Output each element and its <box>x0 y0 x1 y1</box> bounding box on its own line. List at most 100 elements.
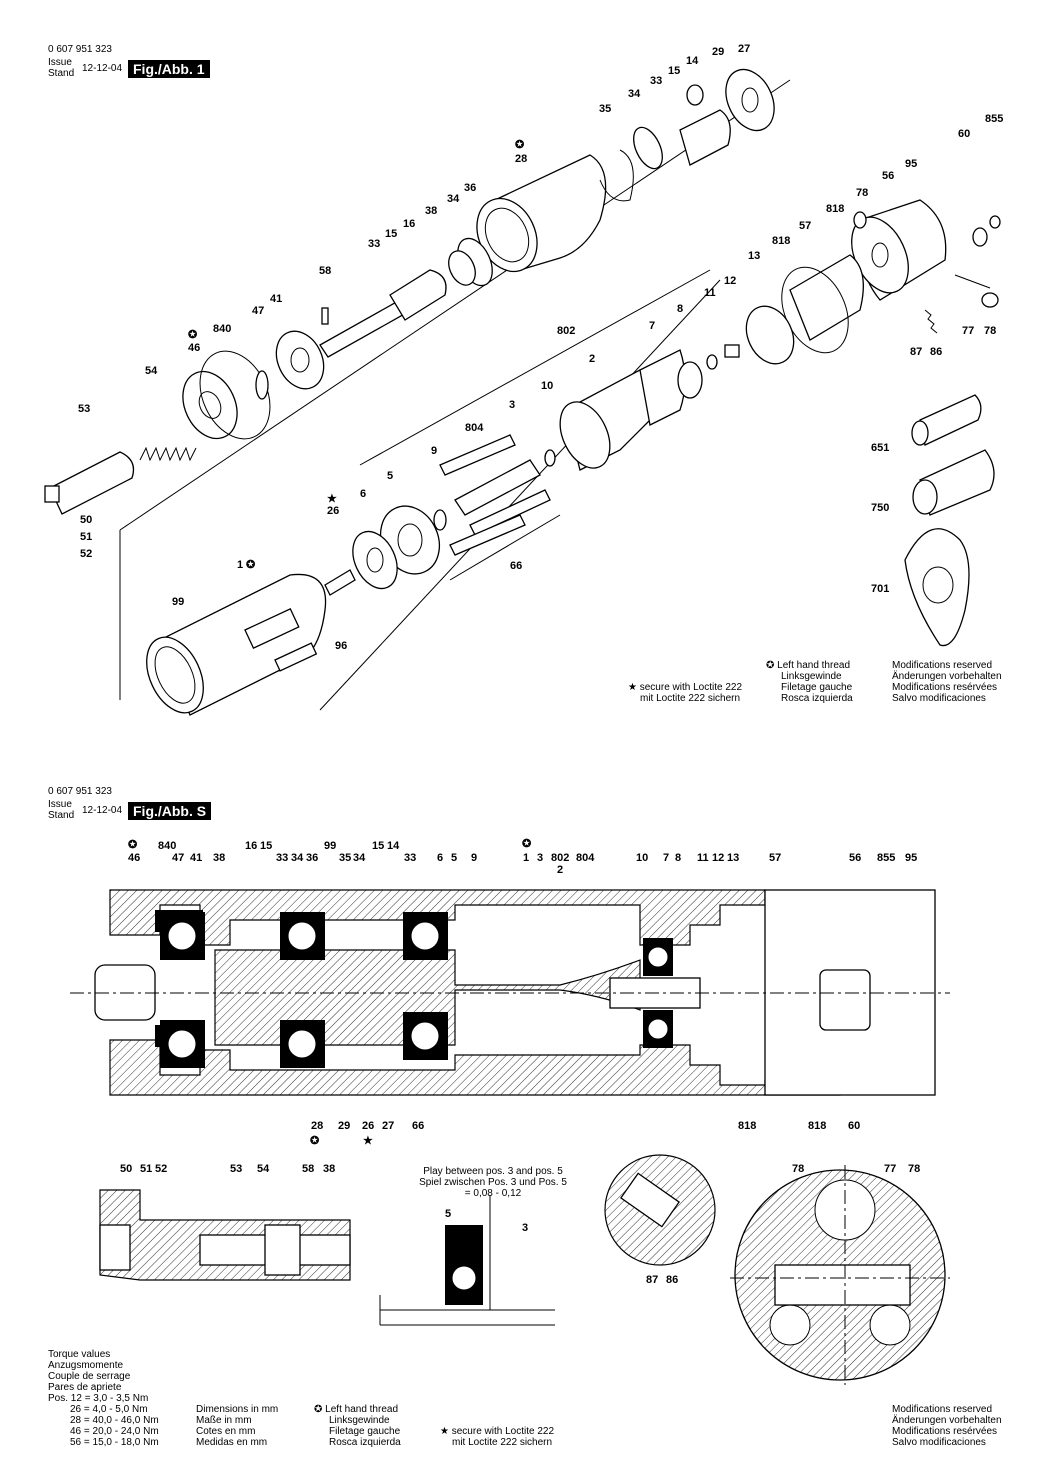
callout-33: 33 <box>650 75 663 87</box>
callout-16: 16 <box>403 218 416 230</box>
torque-row: 28 = 40,0 - 46,0 Nm <box>70 1415 159 1426</box>
callout-12: 12 <box>724 275 737 287</box>
callout-818: 818 <box>738 1120 757 1132</box>
loctite-note-de: mit Loctite 222 sichern <box>640 693 741 704</box>
dimensions-es: Medidas en mm <box>196 1437 268 1448</box>
fig1-accessory-701 <box>904 528 970 647</box>
dimensions-en: Dimensions in mm <box>196 1404 279 1415</box>
play-note-de: Spiel zwischen Pos. 3 und Pos. 5 <box>419 1177 567 1188</box>
callout-53: 53 <box>230 1163 243 1175</box>
left-hand-note: ✪ Left hand thread Linksgewinde Filetage… <box>766 660 853 704</box>
callout-1: 1 <box>237 559 244 571</box>
fig1-housing-part <box>146 573 327 716</box>
callout-8: 8 <box>675 852 682 864</box>
callout-840: 840 <box>213 323 232 335</box>
callout-6: 6 <box>437 852 444 864</box>
callout-5: 5 <box>451 852 458 864</box>
callout-3: 3 <box>522 1222 529 1234</box>
modifications-fr: Modifications resérvées <box>892 682 998 693</box>
fig1-bearing-41 <box>255 330 325 400</box>
modifications-note: Modifications reserved Änderungen vorbeh… <box>892 660 1002 704</box>
callout-41: 41 <box>270 293 283 305</box>
callout-46: 46 <box>188 342 201 354</box>
callout-58: 58 <box>302 1163 315 1175</box>
callout-13: 13 <box>727 852 740 864</box>
callout-77: 77 <box>884 1163 897 1175</box>
detail-play-section <box>379 1195 555 1326</box>
callout-38: 38 <box>213 852 226 864</box>
callout-27: 27 <box>738 43 751 55</box>
left-hand-note-de: Linksgewinde <box>781 671 842 682</box>
left-hand-symbol: ✪ <box>515 139 525 151</box>
callout-78: 78 <box>792 1163 805 1175</box>
modifications-en: Modifications reserved <box>892 1404 993 1415</box>
loctite-note-en: secure with Loctite 222 <box>451 1426 555 1437</box>
loctite-note: ★ secure with Loctite 222 mit Loctite 22… <box>628 682 742 704</box>
callout-51: 51 <box>140 1163 153 1175</box>
callout-58: 58 <box>319 265 332 277</box>
torque-row: 46 = 20,0 - 24,0 Nm <box>70 1426 159 1437</box>
callout-29: 29 <box>712 46 725 58</box>
callout-27: 27 <box>382 1120 395 1132</box>
callout-7: 7 <box>663 852 670 864</box>
fig1-ring-nut-part <box>182 350 271 440</box>
modifications-es: Salvo modificaciones <box>892 693 986 704</box>
callout-51: 51 <box>80 531 93 543</box>
callout-651: 651 <box>871 442 890 454</box>
callout-9: 9 <box>431 445 438 457</box>
figure-title: Fig./Abb. S <box>128 802 212 820</box>
fig1-ring-gear-28 <box>476 154 607 273</box>
callout-57: 57 <box>769 852 782 864</box>
callout-16: 16 <box>245 840 258 852</box>
callout-802: 802 <box>551 852 570 864</box>
fig1-bearing-36 <box>448 237 493 287</box>
part-number: 0 607 951 323 <box>48 44 112 55</box>
callout-56: 56 <box>849 852 862 864</box>
torque-row: 56 = 15,0 - 18,0 Nm <box>70 1437 159 1448</box>
issue-label: Issue <box>48 799 72 810</box>
callout-855: 855 <box>985 113 1004 125</box>
torque-heading-fr: Couple de serrage <box>48 1371 131 1382</box>
fig1-rotor-blades <box>439 434 561 581</box>
issue-label: Issue <box>48 57 72 68</box>
callout-840: 840 <box>158 840 177 852</box>
torque-heading-de: Anzugsmomente <box>48 1360 124 1371</box>
issue-date: 12-12-04 <box>82 805 123 816</box>
callout-87: 87 <box>646 1274 659 1286</box>
callout-15b: 15 <box>385 228 398 240</box>
loctite-symbol: ★ <box>440 1426 449 1437</box>
callout-701: 701 <box>871 583 890 595</box>
callout-5: 5 <box>445 1208 452 1220</box>
left-hand-symbol: ✪ <box>522 838 532 850</box>
callout-50: 50 <box>120 1163 133 1175</box>
detail-valve-circle <box>604 1154 716 1266</box>
callout-50: 50 <box>80 514 93 526</box>
callout-36: 36 <box>464 182 477 194</box>
callout-56: 56 <box>882 170 895 182</box>
callout-77: 77 <box>962 325 975 337</box>
fig1-planet-carrier-top <box>599 68 775 202</box>
callout-60: 60 <box>848 1120 861 1132</box>
left-hand-symbol: ✪ <box>310 1135 320 1147</box>
callout-750: 750 <box>871 502 890 514</box>
callout-33b: 33 <box>368 238 381 250</box>
callout-34b: 34 <box>353 852 366 864</box>
callout-10: 10 <box>636 852 649 864</box>
loctite-note: ★ secure with Loctite 222 mit Loctite 22… <box>440 1426 554 1448</box>
left-hand-note-fr: Filetage gauche <box>329 1426 401 1437</box>
callout-66: 66 <box>510 560 523 572</box>
callout-28: 28 <box>311 1120 324 1132</box>
dimensions-note: Dimensions in mm Maße in mm Cotes en mm … <box>196 1404 278 1448</box>
callout-10: 10 <box>541 380 554 392</box>
callout-818b: 818 <box>772 235 791 247</box>
fig1-accessory-651 <box>911 394 982 446</box>
torque-row: 26 = 4,0 - 5,0 Nm <box>70 1404 148 1415</box>
callout-26: 26 <box>327 505 340 517</box>
dimensions-fr: Cotes en mm <box>196 1426 256 1437</box>
left-hand-note: ✪ Left hand thread Linksgewinde Filetage… <box>314 1404 401 1448</box>
modifications-note: Modifications reserved Änderungen vorbeh… <box>892 1404 1002 1448</box>
part-number: 0 607 951 323 <box>48 786 112 797</box>
stand-label: Stand <box>48 68 75 79</box>
loctite-note-en: secure with Loctite 222 <box>639 682 743 693</box>
callout-33b: 33 <box>404 852 417 864</box>
